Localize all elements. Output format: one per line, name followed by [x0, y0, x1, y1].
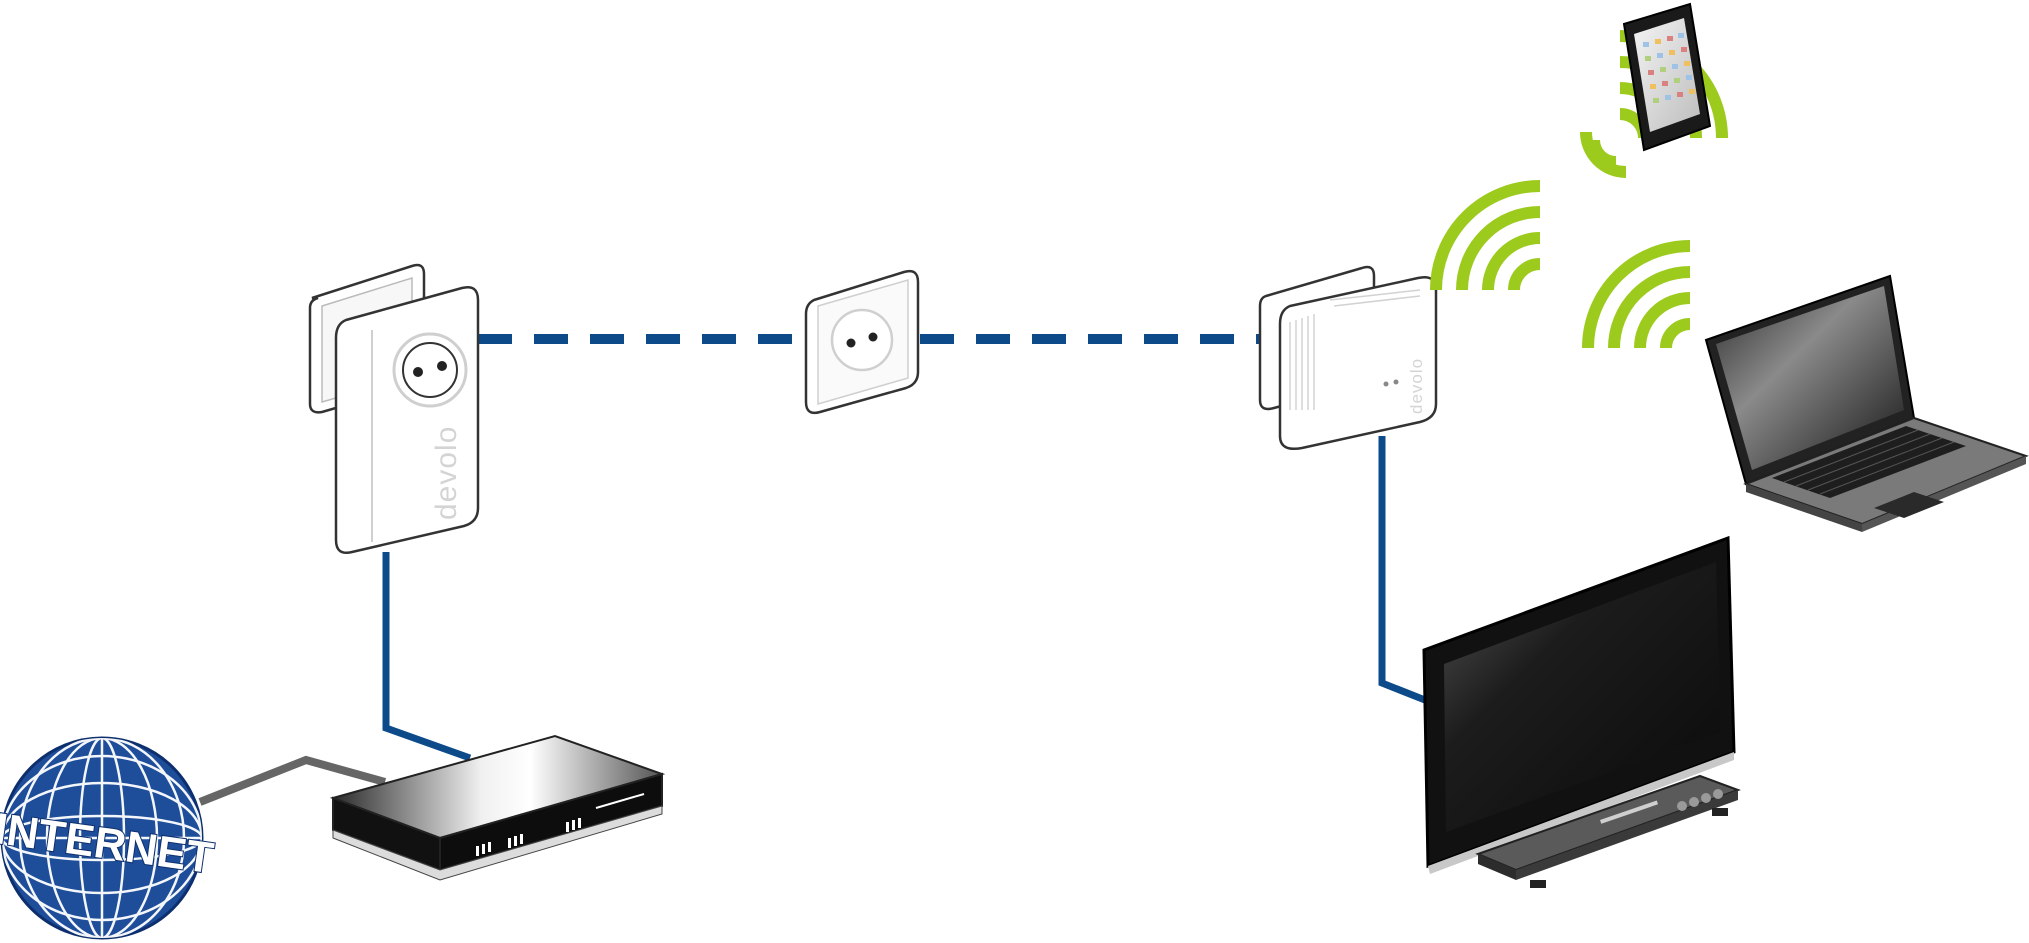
tablet-icon — [1622, 2, 1712, 152]
internet-cable — [198, 755, 387, 806]
adapter-brand-left: devolo — [430, 426, 463, 520]
laptop-icon — [1704, 274, 2029, 532]
router-icon — [329, 734, 666, 881]
tv-icon — [1422, 535, 1736, 874]
wifi-signal-left — [1430, 180, 1541, 291]
internet-globe-icon: INTERNET — [0, 736, 217, 940]
cables — [198, 334, 1432, 806]
set-top-box-icon — [1475, 774, 1741, 888]
router-ethernet-cable — [382, 552, 472, 762]
wifi-adapter-icon: devolo — [1258, 265, 1438, 450]
wall-socket-icon — [804, 269, 920, 415]
adapter-brand-right: devolo — [1407, 358, 1426, 414]
wifi-signal-top — [1580, 131, 1627, 178]
tv-ethernet-cable — [1378, 436, 1432, 706]
powerline-adapter-icon: devolo — [308, 263, 480, 554]
